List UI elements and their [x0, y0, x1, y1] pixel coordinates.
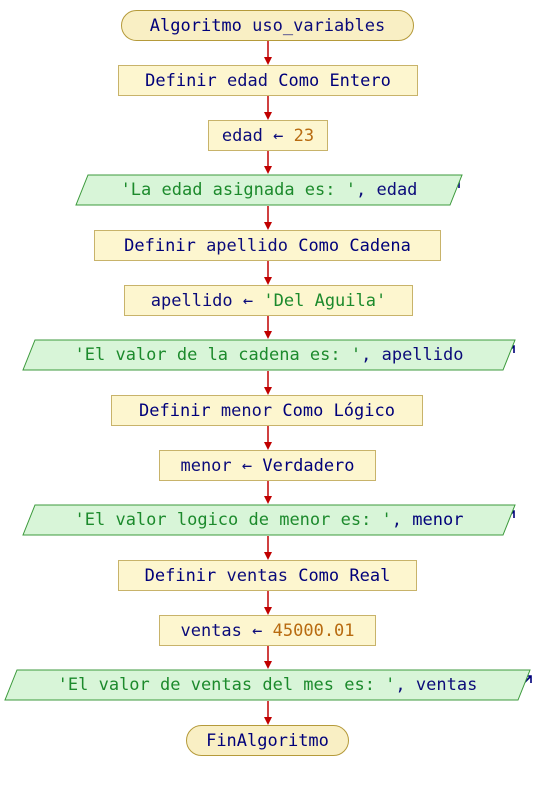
- end-keyword: FinAlgoritmo: [206, 730, 329, 751]
- write-menor[interactable]: 'El valor logico de menor es: ', menor: [22, 504, 516, 536]
- assign-value: Verdadero: [262, 455, 355, 476]
- assign-ventas[interactable]: ventas ← 45000.01: [159, 615, 376, 646]
- parallelogram-shape: [4, 669, 531, 701]
- output-sep: ,: [391, 510, 403, 530]
- output-var: menor: [412, 510, 464, 530]
- flow-arrowhead: [264, 387, 272, 395]
- como-keyword: Como: [298, 235, 340, 256]
- assign-value: 45000.01: [272, 620, 355, 641]
- define-menor[interactable]: Definir menor Como Lógico: [111, 395, 423, 426]
- assign-arrow: ←: [252, 620, 263, 641]
- var-name: apellido: [150, 290, 233, 311]
- flow-arrowhead: [264, 661, 272, 669]
- define-ventas[interactable]: Definir ventas Como Real: [118, 560, 417, 591]
- start-keyword: Algoritmo: [149, 15, 242, 36]
- define-keyword: Definir: [145, 70, 217, 91]
- como-keyword: Como: [282, 400, 324, 421]
- define-keyword: Definir: [144, 565, 217, 586]
- start-terminal[interactable]: Algoritmo uso_variables: [121, 10, 414, 41]
- parallelogram-shape: [22, 339, 516, 371]
- flow-arrowhead: [264, 496, 272, 504]
- define-apellido[interactable]: Definir apellido Como Cadena: [94, 230, 441, 261]
- output-literal: 'La edad asignada es: ': [120, 180, 356, 200]
- var-name: menor: [180, 455, 232, 476]
- flow-arrowhead: [264, 442, 272, 450]
- assign-value: 'Del Aguila': [263, 290, 387, 311]
- type-name: Lógico: [333, 400, 395, 421]
- flow-arrowhead: [264, 277, 272, 285]
- define-keyword: Definir: [139, 400, 211, 421]
- assign-value: 23: [293, 125, 315, 146]
- flow-arrowhead: [264, 112, 272, 120]
- parallelogram-shape: [75, 174, 463, 206]
- write-apellido[interactable]: 'El valor de la cadena es: ', apellido: [22, 339, 516, 371]
- assign-arrow: ←: [242, 290, 254, 311]
- flow-arrowhead: [264, 57, 272, 65]
- var-name: edad: [227, 70, 268, 91]
- flow-arrowhead: [264, 331, 272, 339]
- flow-arrowhead: [264, 717, 272, 725]
- flow-arrowhead: [264, 222, 272, 230]
- type-name: Cadena: [349, 235, 411, 256]
- output-var: edad: [376, 180, 418, 200]
- como-keyword: Como: [298, 565, 340, 586]
- flow-arrowhead: [264, 552, 272, 560]
- parallelogram-shape: [22, 504, 516, 536]
- output-sep: ,: [361, 345, 372, 365]
- define-keyword: Definir: [124, 235, 196, 256]
- write-edad[interactable]: 'La edad asignada es: ', edad: [75, 174, 463, 206]
- assign-arrow: ←: [241, 455, 253, 476]
- define-edad[interactable]: Definir edad Como Entero: [118, 65, 418, 96]
- algorithm-name: uso_variables: [252, 15, 386, 36]
- como-keyword: Como: [278, 70, 320, 91]
- assign-menor[interactable]: menor ← Verdadero: [159, 450, 376, 481]
- output-sep: ,: [395, 675, 406, 695]
- assign-apellido[interactable]: apellido ← 'Del Aguila': [124, 285, 413, 316]
- output-literal: 'El valor de ventas del mes es: ': [57, 675, 396, 695]
- var-name: ventas: [180, 620, 242, 641]
- output-sep: ,: [355, 180, 367, 200]
- assign-edad[interactable]: edad ← 23: [208, 120, 328, 151]
- output-literal: 'El valor logico de menor es: ': [74, 510, 392, 530]
- type-name: Real: [349, 565, 391, 586]
- var-name: menor: [220, 400, 273, 421]
- flow-arrowhead: [264, 607, 272, 615]
- output-var: apellido: [381, 345, 464, 365]
- var-name: ventas: [226, 565, 288, 586]
- write-ventas[interactable]: 'El valor de ventas del mes es: ', venta…: [4, 669, 531, 701]
- flow-arrowhead: [264, 166, 272, 174]
- end-terminal[interactable]: FinAlgoritmo: [186, 725, 349, 756]
- output-literal: 'El valor de la cadena es: ': [74, 345, 362, 365]
- var-name: edad: [221, 125, 263, 146]
- type-name: Entero: [329, 70, 391, 91]
- assign-arrow: ←: [273, 125, 284, 146]
- output-var: ventas: [415, 675, 478, 695]
- var-name: apellido: [206, 235, 288, 256]
